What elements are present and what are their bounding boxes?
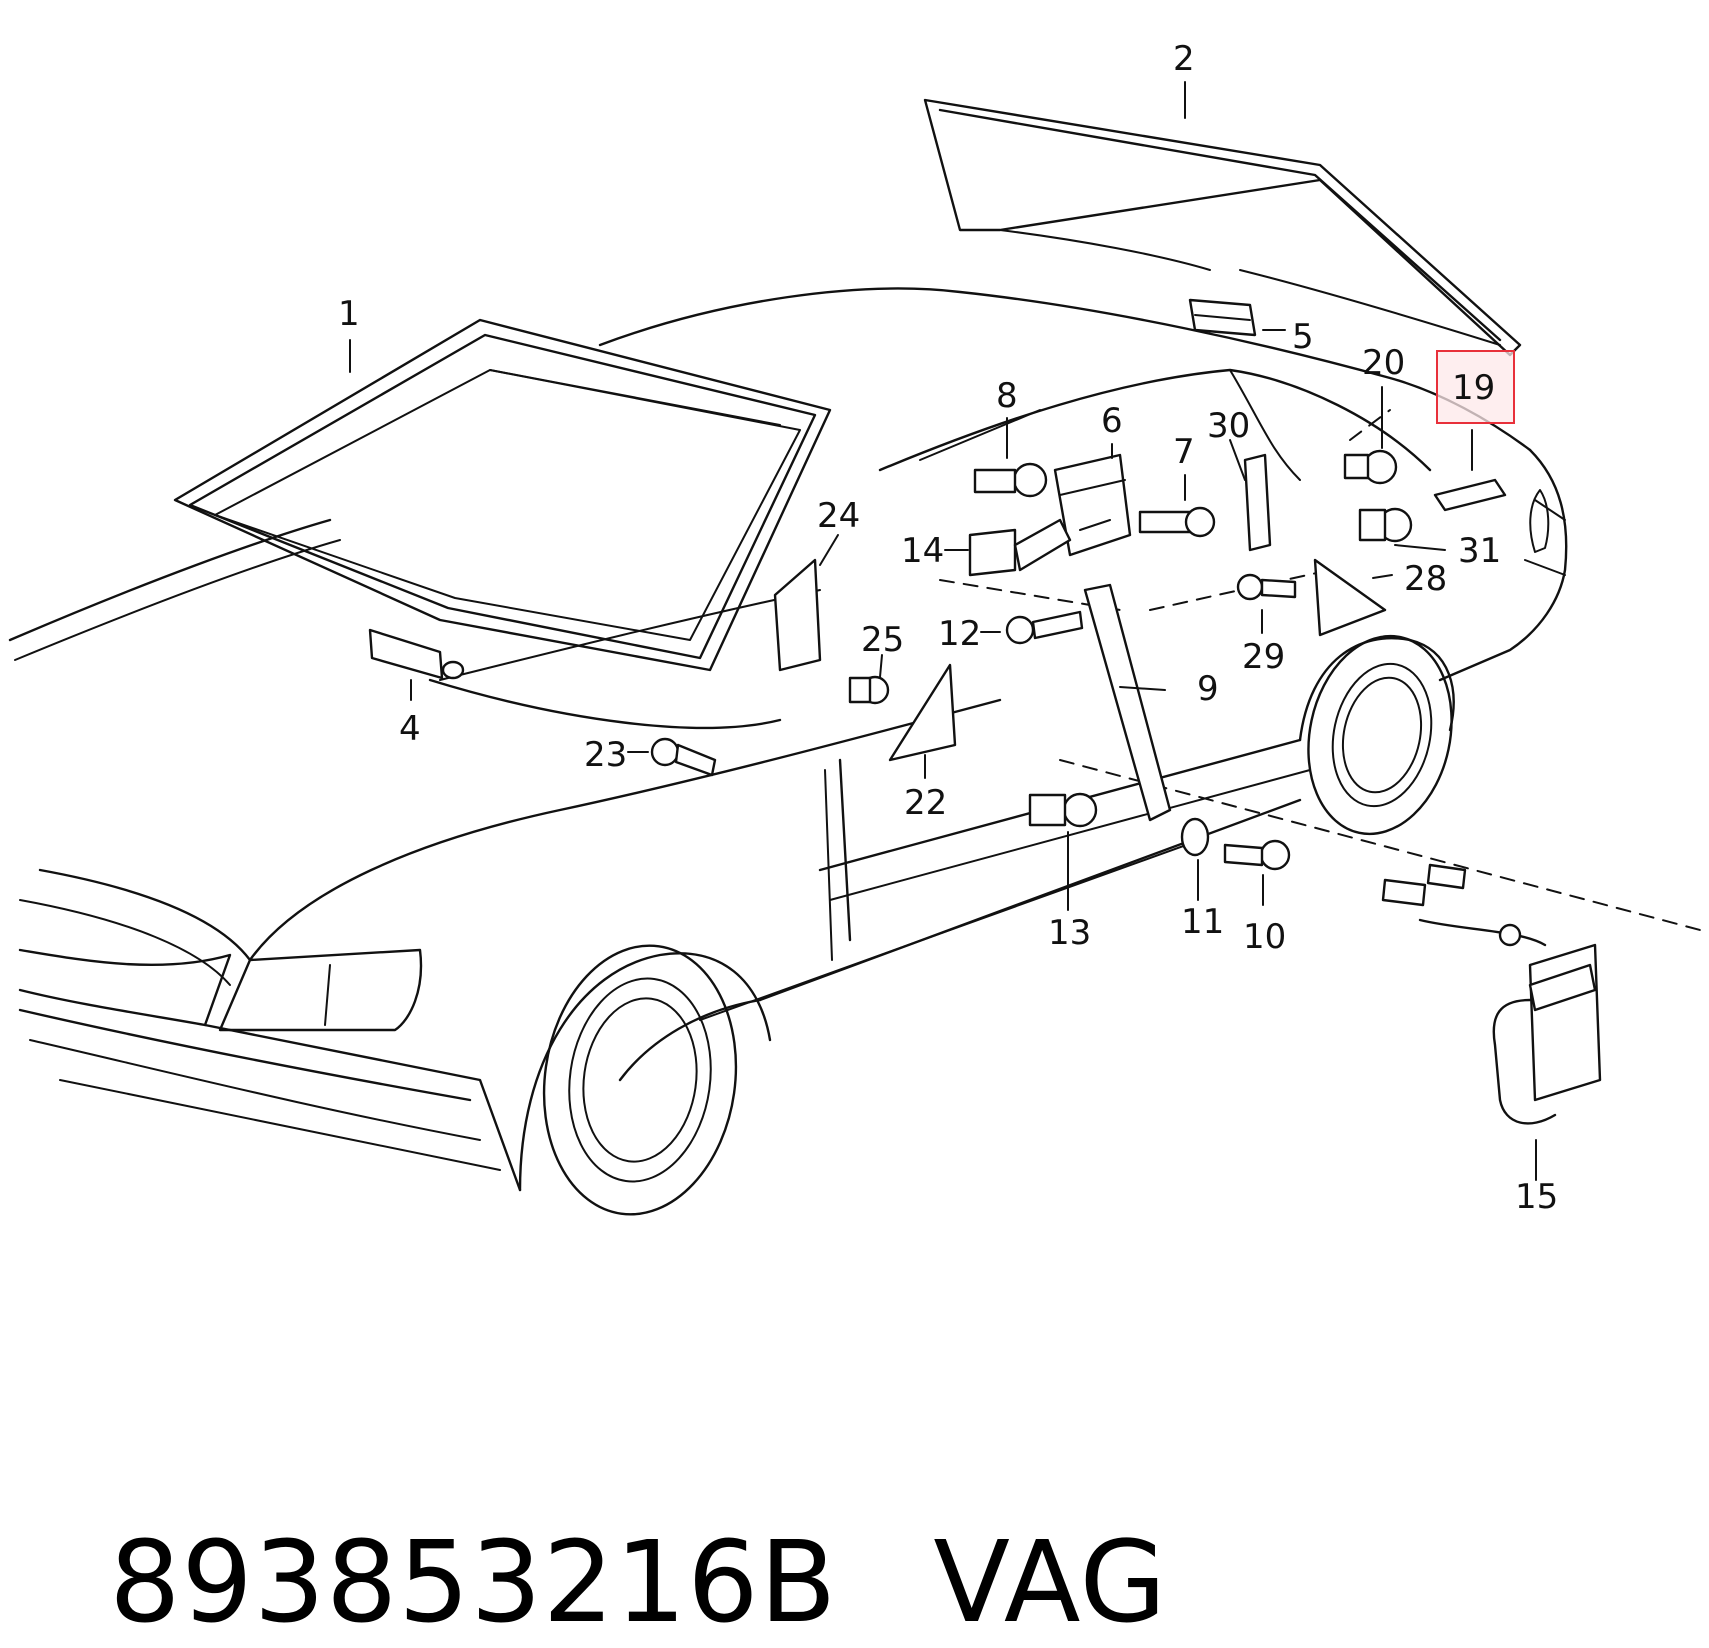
callout-11: 11 (1181, 902, 1224, 942)
rear-window-seal-part (923, 98, 1522, 357)
callout-labels: 1 2 4 5 6 7 8 9 10 11 12 13 14 15 19 20 … (338, 39, 1558, 1217)
callout-2: 2 (1173, 39, 1195, 79)
part-number: 893853216B (109, 1518, 838, 1648)
leader-lines (349, 81, 1537, 1181)
callout-29: 29 (1242, 637, 1285, 677)
car-body-outline (8, 287, 1701, 1216)
callout-22: 22 (904, 783, 947, 823)
callout-30: 30 (1207, 406, 1250, 446)
callout-5: 5 (1292, 317, 1314, 357)
small-parts (368, 298, 1602, 1125)
callout-9: 9 (1197, 669, 1219, 709)
callout-14: 14 (901, 531, 944, 571)
callout-24: 24 (817, 496, 860, 536)
callout-1: 1 (338, 294, 360, 334)
callout-23: 23 (584, 735, 627, 775)
callout-13: 13 (1048, 913, 1091, 953)
callout-12: 12 (938, 614, 981, 654)
callout-25: 25 (861, 620, 904, 660)
callout-4: 4 (399, 709, 421, 749)
callout-19: 19 (1452, 368, 1495, 408)
callout-10: 10 (1243, 917, 1286, 957)
windshield-seal-part (173, 318, 832, 672)
brand-name: VAG (933, 1518, 1168, 1648)
callout-8: 8 (996, 376, 1018, 416)
callout-6: 6 (1101, 401, 1123, 441)
callout-20: 20 (1362, 343, 1405, 383)
callout-31: 31 (1458, 531, 1501, 571)
callout-7: 7 (1173, 432, 1195, 472)
callout-15: 15 (1515, 1177, 1558, 1217)
callout-28: 28 (1404, 559, 1447, 599)
highlight-box (1436, 350, 1515, 424)
